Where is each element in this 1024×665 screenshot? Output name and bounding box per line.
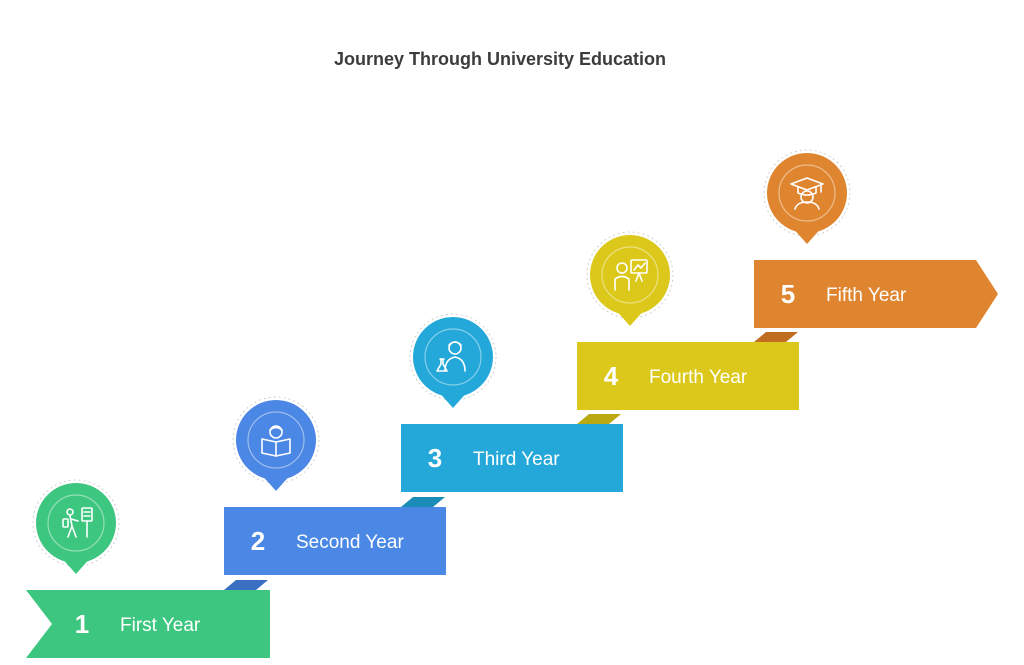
student-with-flask-icon [436, 341, 466, 372]
step-label: Fourth Year [649, 367, 748, 388]
step-block [577, 342, 799, 410]
step-number: 1 [75, 609, 89, 639]
step-number: 4 [604, 361, 619, 391]
diagram-title: Journey Through University Education [334, 49, 666, 69]
step-fold [401, 497, 445, 507]
step-4: 4 Fourth Year [577, 231, 799, 410]
step-2: 2 Second Year [224, 396, 446, 575]
step-5: 5 Fifth Year [754, 149, 998, 328]
step-1: 1 First Year [26, 479, 270, 658]
step-number: 3 [428, 443, 442, 473]
step-number: 5 [781, 279, 795, 309]
step-block [26, 590, 270, 658]
step-pin-marker [409, 313, 497, 408]
step-number: 2 [251, 526, 265, 556]
presenter-at-chart-icon [614, 259, 648, 291]
step-label: Third Year [473, 449, 560, 470]
step-label: First Year [120, 615, 201, 636]
step-3: 3 Third Year [401, 313, 623, 492]
step-label: Fifth Year [826, 285, 907, 306]
step-block [401, 424, 623, 492]
step-label: Second Year [296, 532, 404, 553]
student-reading-book-icon [261, 425, 291, 457]
step-pin-marker [232, 396, 320, 491]
step-fold [754, 332, 798, 342]
student-walking-to-board-icon [62, 507, 93, 538]
step-fold [224, 580, 268, 590]
step-pin-marker [32, 479, 120, 574]
steps-layer: 1 First Year 2 Second Year 3 Third Year 4 Fourt… [26, 149, 998, 658]
step-pin-marker [763, 149, 851, 244]
step-fold [577, 414, 621, 424]
step-pin-marker [586, 231, 674, 326]
step-block [224, 507, 446, 575]
graduate-with-cap-icon [790, 177, 824, 210]
step-block [754, 260, 998, 328]
